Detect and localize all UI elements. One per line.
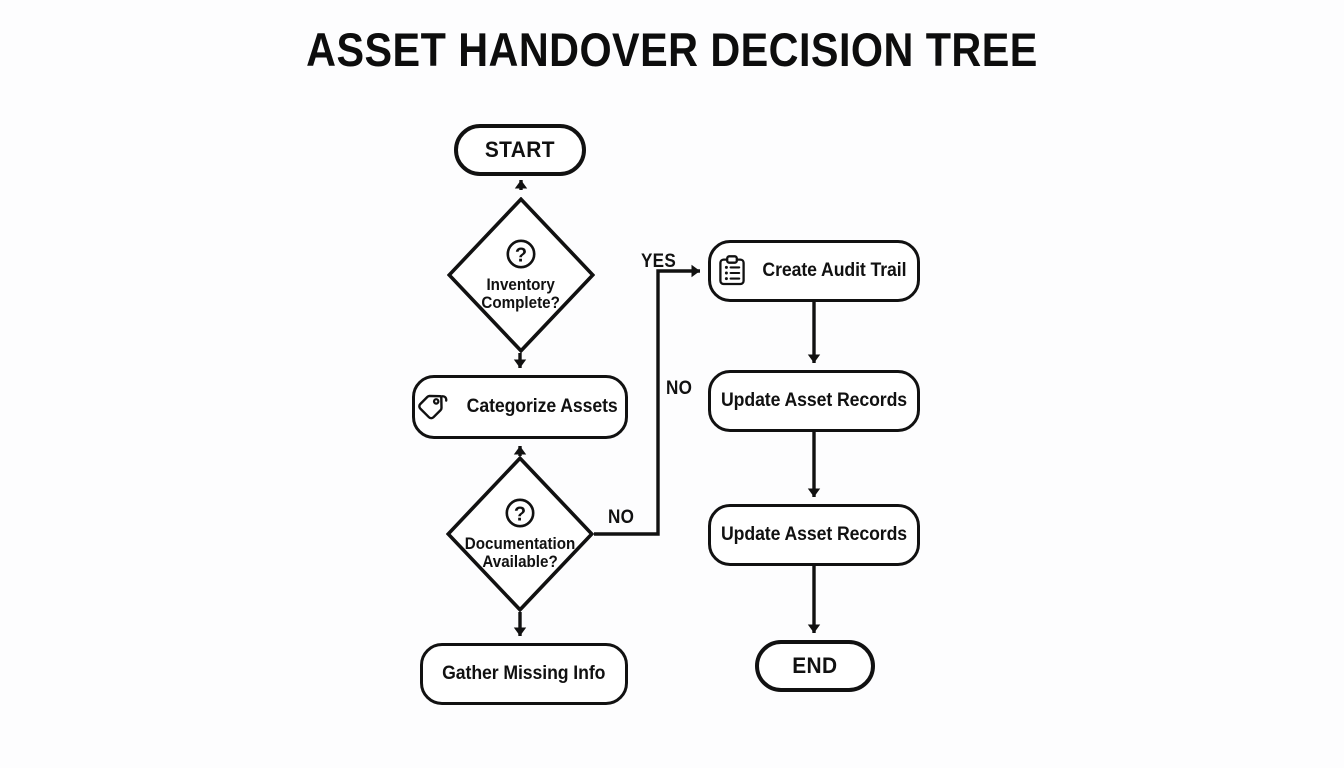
terminal-node-start[interactable]: START xyxy=(454,124,586,176)
process-node-update2[interactable]: Update Asset Records xyxy=(708,504,920,566)
process-node-audit[interactable]: Create Audit Trail xyxy=(708,240,920,302)
tag-icon xyxy=(417,394,448,420)
label-yes: YES xyxy=(641,251,677,272)
connector-e-no-branch xyxy=(594,285,660,536)
process-node-categorize[interactable]: Categorize Assets xyxy=(412,375,628,439)
process-node-update1[interactable]: Update Asset Records xyxy=(708,370,920,432)
diamond-outline xyxy=(446,456,594,612)
arrow-head xyxy=(514,180,528,189)
arrow-head xyxy=(807,624,821,633)
page-title: ASSET HANDOVER DECISION TREE xyxy=(306,23,1038,76)
node-label: Update Asset Records xyxy=(720,524,908,545)
diamond-outline xyxy=(447,197,595,353)
label-no-bottom: NO xyxy=(608,507,635,528)
terminal-node-end[interactable]: END xyxy=(755,640,875,692)
arrow-head xyxy=(807,488,821,497)
process-node-gather[interactable]: Gather Missing Info xyxy=(420,643,628,705)
clipboard-icon xyxy=(717,255,747,287)
clipboard-icon xyxy=(718,255,745,286)
label-no-mid: NO xyxy=(666,378,693,399)
arrow-head xyxy=(691,264,700,278)
arrow-head xyxy=(513,359,527,368)
node-label: START xyxy=(484,137,556,162)
node-label: END xyxy=(792,653,838,678)
node-label: Gather Missing Info xyxy=(442,663,606,684)
arrow-head xyxy=(807,354,821,363)
node-label: Categorize Assets xyxy=(466,396,618,417)
arrow-head xyxy=(513,627,527,636)
node-label: Update Asset Records xyxy=(720,390,908,411)
node-label: Create Audit Trail xyxy=(762,260,906,281)
tag-icon xyxy=(417,391,451,423)
arrow-head xyxy=(513,446,527,455)
connector-e-yes-audit xyxy=(656,269,700,285)
